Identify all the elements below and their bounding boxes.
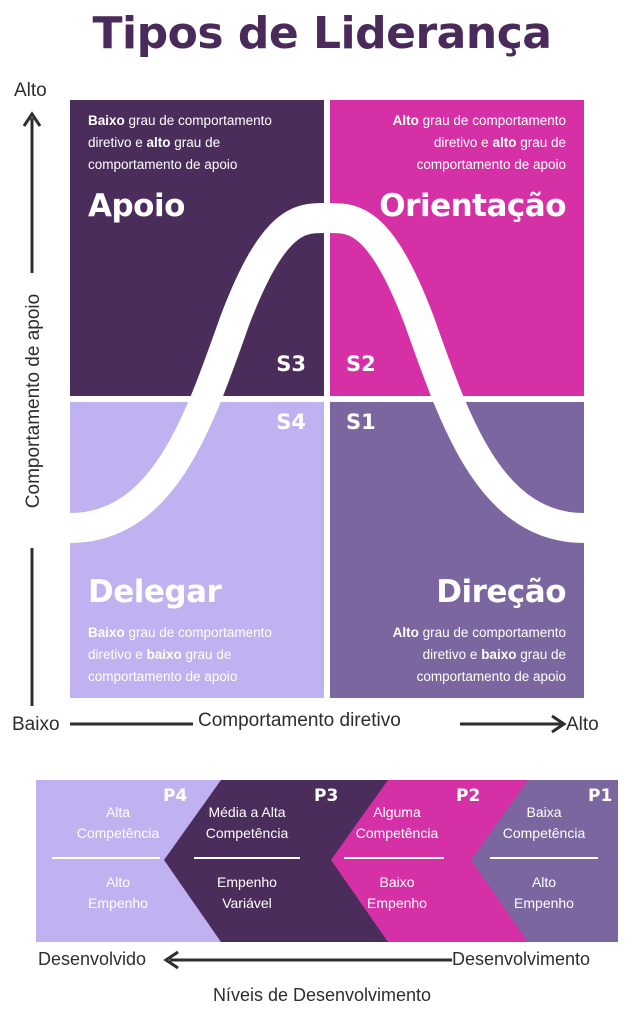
- development-axis-arrow: [163, 950, 452, 970]
- quadrant-delegar-title: Delegar: [88, 574, 222, 610]
- development-axis-right-label: Desenvolvimento: [452, 949, 591, 969]
- quadrant-apoio-title: Apoio: [88, 188, 185, 224]
- level-p3-segment: [164, 780, 418, 942]
- quadrant-delegar-description: Baixo grau de comportamento diretivo e b…: [88, 625, 272, 684]
- quadrant-orientacao-description: Alto grau de comportamento diretivo e al…: [392, 113, 566, 172]
- level-p4-code: P4: [163, 786, 188, 806]
- quadrant-direcao-title: Direção: [436, 574, 566, 610]
- quadrant-orientacao: Alto grau de comportamento diretivo e al…: [330, 100, 584, 396]
- style-s3-label: S3: [276, 352, 306, 376]
- style-s1-label: S1: [346, 410, 376, 434]
- level-p3-code: P3: [314, 786, 339, 806]
- x-axis-low-label: Baixo: [12, 714, 60, 735]
- style-s4-label: S4: [276, 410, 306, 434]
- leadership-curve: [70, 202, 584, 543]
- quadrant-direcao-description: Alto grau de comportamento diretivo e ba…: [392, 625, 566, 684]
- level-p2-divider: [344, 857, 444, 859]
- level-p1-code: P1: [588, 786, 613, 806]
- y-axis-title: Comportamento de apoio: [23, 293, 44, 509]
- y-axis-arrow: [22, 111, 42, 706]
- x-axis-arrow: [70, 714, 567, 734]
- quadrant-apoio-description: Baixo grau de comportamento diretivo e a…: [88, 113, 272, 172]
- level-p1-divider: [490, 857, 598, 859]
- style-s2-label: S2: [346, 352, 376, 376]
- page-title: Tipos de Liderança: [92, 8, 552, 59]
- level-p2-code: P2: [456, 786, 481, 806]
- level-p3-divider: [194, 857, 300, 859]
- development-levels-bar: [36, 780, 618, 942]
- level-p4-divider: [52, 857, 160, 859]
- y-axis-high-label: Alto: [14, 80, 47, 101]
- level-p1-segment: [471, 780, 618, 942]
- x-axis-high-label: Alto: [566, 714, 599, 735]
- quadrant-orientacao-title: Orientação: [379, 188, 566, 224]
- development-axis-caption: Níveis de Desenvolvimento: [212, 985, 432, 1005]
- x-axis-title: Comportamento diretivo: [198, 710, 401, 731]
- development-axis-left-label: Desenvolvido: [38, 949, 147, 969]
